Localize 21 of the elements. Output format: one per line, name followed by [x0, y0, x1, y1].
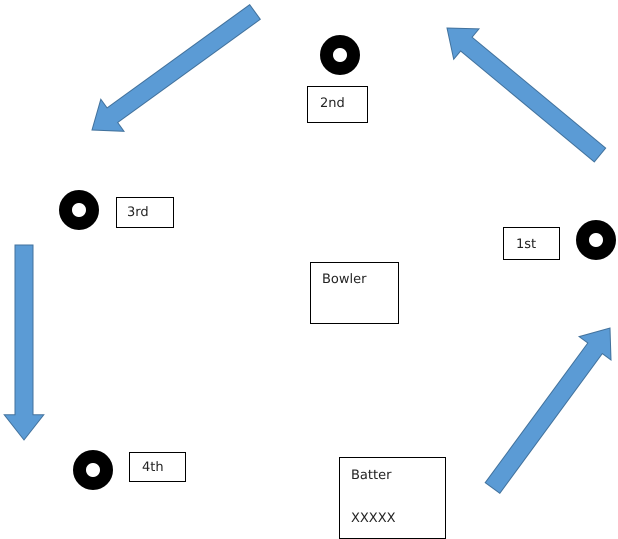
base-marker	[73, 450, 113, 490]
box-label: 1st	[516, 237, 536, 252]
block-arrow	[484, 327, 612, 494]
label-box	[310, 262, 399, 324]
block-arrow	[3, 244, 45, 441]
box-label: 3rd	[127, 205, 149, 220]
box-label: 4th	[142, 460, 164, 475]
box-label: 2nd	[320, 96, 345, 111]
label-box	[503, 227, 560, 260]
block-arrow	[446, 27, 606, 163]
label-box	[307, 86, 368, 123]
box-label: XXXXX	[351, 511, 396, 526]
player-box	[339, 457, 446, 539]
label-box	[129, 452, 186, 482]
box-label: Batter	[351, 468, 392, 483]
base-marker	[576, 220, 616, 260]
block-arrow	[91, 4, 261, 132]
base-marker	[320, 35, 360, 75]
box-label: Bowler	[322, 272, 366, 287]
base-marker	[59, 190, 99, 230]
label-box	[116, 197, 174, 228]
